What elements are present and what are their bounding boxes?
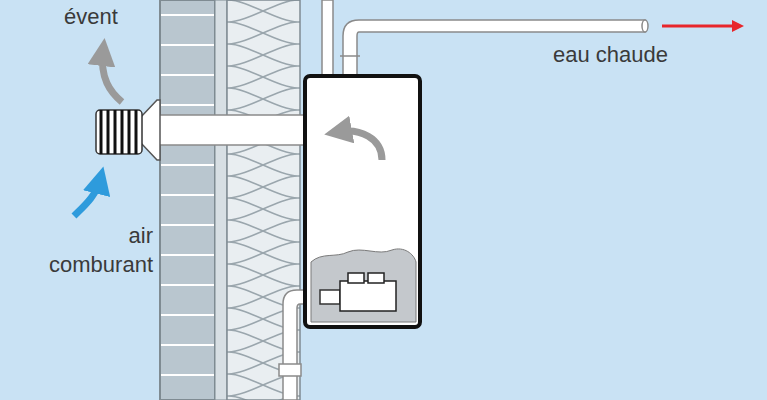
air-label: air comburant xyxy=(33,221,153,279)
exhaust-arrow xyxy=(102,52,122,102)
water-heater xyxy=(305,76,420,327)
vent-pipe xyxy=(96,100,307,160)
hot-water-label: eau chaude xyxy=(553,40,668,69)
vent-label: évent xyxy=(64,2,118,31)
wall xyxy=(160,0,300,400)
air-intake-arrow xyxy=(74,180,100,216)
cold-pipe xyxy=(322,0,333,78)
hot-water-arrow xyxy=(662,25,738,28)
